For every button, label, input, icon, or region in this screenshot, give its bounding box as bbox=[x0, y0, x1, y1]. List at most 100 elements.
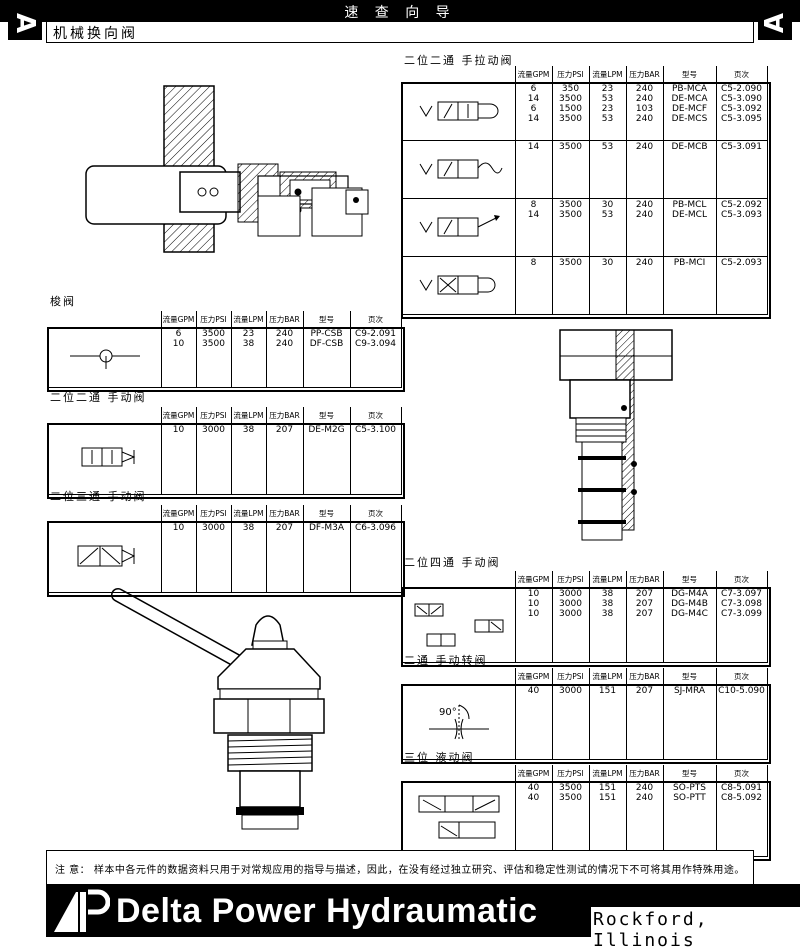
manual-valve-illustration bbox=[111, 588, 325, 830]
cell-page: C6-3.096 bbox=[349, 521, 402, 593]
cell-page: C5-3.100 bbox=[349, 423, 402, 495]
cell-psi: 3500 bbox=[551, 140, 590, 199]
cell-gpm: 10 bbox=[160, 521, 197, 593]
column-header: 流量LPM bbox=[230, 311, 267, 328]
cell-psi: 3000 bbox=[195, 423, 232, 495]
symbol-cell bbox=[402, 140, 516, 199]
svg-text:90°: 90° bbox=[439, 707, 457, 718]
cell-lpm: 38 bbox=[230, 521, 267, 593]
column-header: 压力BAR bbox=[265, 505, 304, 522]
column-header: 压力PSI bbox=[551, 765, 590, 782]
cell-psi: 3500 bbox=[551, 256, 590, 315]
column-header: 型号 bbox=[662, 66, 717, 83]
column-header: 型号 bbox=[662, 765, 717, 782]
symbol-cell bbox=[402, 781, 516, 857]
column-header: 页次 bbox=[715, 668, 768, 685]
footer-banner: Delta Power Hydraumatic Rockford, Illino… bbox=[46, 884, 800, 951]
location-text: Rockford, Illinois bbox=[593, 909, 709, 951]
manual-2way-symbol-icon bbox=[81, 447, 136, 467]
cell-gpm: 10 bbox=[160, 423, 197, 495]
cell-lpm: 151 bbox=[588, 684, 627, 760]
cell-psi: 3000 bbox=[195, 521, 232, 593]
column-header: 压力BAR bbox=[625, 668, 664, 685]
column-header: 压力BAR bbox=[625, 765, 664, 782]
manual-3way-symbol-icon bbox=[77, 545, 135, 567]
brand-name: Delta Power Hydraumatic bbox=[116, 892, 538, 930]
column-header: 压力PSI bbox=[195, 505, 232, 522]
cell-page: C5-3.091 bbox=[715, 140, 768, 199]
pull-valve-symbol-d-icon bbox=[419, 275, 496, 294]
column-header: 压力BAR bbox=[265, 311, 304, 328]
column-header: 压力BAR bbox=[265, 407, 304, 424]
column-header: 页次 bbox=[349, 407, 402, 424]
cell-model: DF-M3A bbox=[302, 521, 351, 593]
section-shuttle-title: 梭阀 bbox=[50, 295, 76, 308]
cartridge-valve-illustration bbox=[559, 329, 673, 541]
column-header: 压力PSI bbox=[551, 668, 590, 685]
column-header: 流量LPM bbox=[230, 505, 267, 522]
section-title: 机械换向阀 bbox=[53, 26, 138, 42]
section-letter-right: A bbox=[758, 6, 792, 40]
cell-bar: 207 bbox=[265, 423, 304, 495]
column-header: 压力PSI bbox=[551, 571, 590, 588]
section-manual2-title: 二位二通 手动阀 bbox=[50, 391, 147, 404]
pull-valve-symbol-icon bbox=[419, 101, 499, 120]
pull-valve-symbol-b-icon bbox=[419, 159, 503, 178]
column-header: 型号 bbox=[302, 311, 351, 328]
manual-4way-symbol-icon bbox=[414, 603, 504, 647]
cell-model: SJ-MRA bbox=[662, 684, 717, 760]
column-header: 流量LPM bbox=[588, 765, 627, 782]
column-header: 页次 bbox=[715, 571, 768, 588]
column-header: 流量GPM bbox=[514, 66, 553, 83]
cell-bar: 207 bbox=[265, 521, 304, 593]
cell-model: DE-MCB bbox=[662, 140, 717, 199]
column-header: 流量GPM bbox=[514, 571, 553, 588]
symbol-cell: 90° bbox=[402, 684, 516, 760]
column-header: 压力PSI bbox=[195, 311, 232, 328]
column-header: 型号 bbox=[662, 571, 717, 588]
section-letter-left: A bbox=[8, 6, 42, 40]
column-header: 页次 bbox=[349, 311, 402, 328]
page-header-title: 速 查 向 导 bbox=[344, 5, 456, 21]
column-header: 压力PSI bbox=[195, 407, 232, 424]
column-header: 流量LPM bbox=[588, 571, 627, 588]
symbol-cell bbox=[48, 521, 162, 593]
pull-valve-symbol-c-icon bbox=[419, 214, 500, 236]
cell-model: PB-MCI bbox=[662, 256, 717, 315]
column-header: 页次 bbox=[715, 66, 768, 83]
cell-model: DE-M2G bbox=[302, 423, 351, 495]
cell-lpm: 30 bbox=[588, 256, 627, 315]
